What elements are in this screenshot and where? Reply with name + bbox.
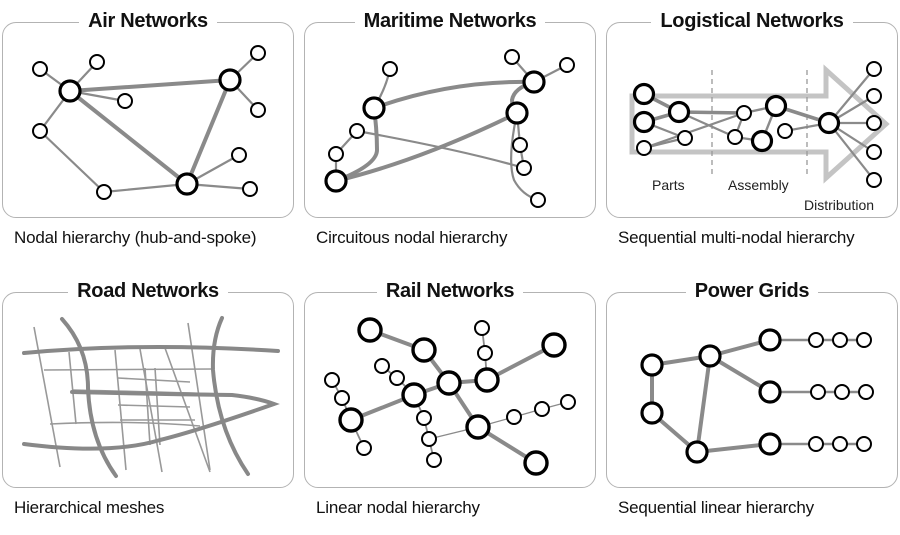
panel-air-networks: Air Networks	[0, 0, 296, 265]
road-network-diagram	[22, 316, 280, 478]
power-grid-diagram	[640, 328, 874, 464]
panel-title: Road Networks	[68, 280, 228, 302]
panel-caption: Sequential linear hierarchy	[618, 498, 814, 517]
panel-caption: Sequential multi-nodal hierarchy	[618, 228, 855, 247]
panel-road-networks: Road Networks Hierarchical meshes	[0, 270, 296, 535]
panel-title: Maritime Networks	[354, 10, 546, 32]
panel-power-grids: Power Grids	[604, 270, 900, 535]
flow-arrow-shape	[629, 64, 890, 184]
rail-network-diagram	[324, 317, 576, 476]
panel-title: Rail Networks	[376, 280, 524, 302]
logistical-network-diagram: Parts Assembly Distribution	[629, 61, 890, 213]
panel-caption: Circuitous nodal hierarchy	[316, 228, 508, 247]
panel-title: Power Grids	[685, 280, 819, 302]
stage-label-assembly: Assembly	[728, 177, 789, 193]
panel-rail-networks: Rail Networks	[302, 270, 598, 535]
panel-title: Logistical Networks	[651, 10, 853, 32]
panel-logistical-networks: Logistical Networks	[604, 0, 900, 265]
stage-label-distribution: Distribution	[804, 197, 874, 213]
air-network-diagram	[32, 45, 266, 200]
stage-label-parts: Parts	[652, 177, 685, 193]
panel-caption: Hierarchical meshes	[14, 498, 165, 517]
panel-maritime-networks: Maritime Networks	[302, 0, 598, 265]
maritime-network-diagram	[324, 49, 575, 208]
panel-caption: Linear nodal hierarchy	[316, 498, 480, 517]
panel-title: Air Networks	[79, 10, 217, 32]
panel-caption: Nodal hierarchy (hub-and-spoke)	[14, 228, 257, 247]
